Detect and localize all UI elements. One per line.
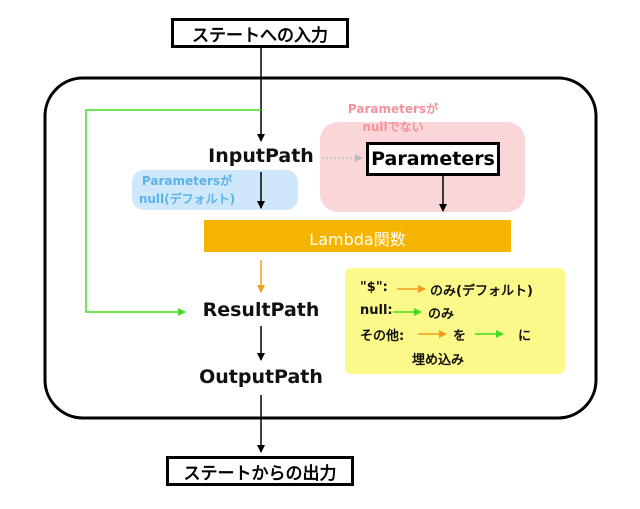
parameters-box: Parameters — [366, 142, 500, 176]
legend-row3-label: その他: — [360, 329, 405, 344]
params-null-note-line2: null(デフォルト) — [138, 192, 236, 206]
legend-row2-label: null: — [360, 303, 393, 318]
outputpath-label: OutputPath — [199, 366, 323, 388]
legend-row4-text: 埋め込み — [412, 353, 465, 368]
inputpath-label: InputPath — [208, 145, 314, 167]
params-not-null-note-line2: nullでない — [362, 120, 424, 134]
state-container — [43, 76, 598, 420]
params-null-region — [132, 170, 298, 210]
legend-row3-end: に — [518, 329, 532, 344]
state-output-box: ステートからの出力 — [166, 456, 354, 486]
legend-row3-mid: を — [453, 329, 467, 344]
lambda-bar — [204, 220, 511, 252]
bypass-line — [85, 109, 261, 316]
legend-row1-label: "$": — [360, 280, 388, 295]
params-not-null-note-line1: Parametersが — [347, 102, 439, 116]
resultpath-label: ResultPath — [202, 299, 320, 321]
state-input-box: ステートへの入力 — [171, 18, 349, 48]
result-legend-box — [345, 268, 565, 374]
legend-row2-text: のみ — [428, 307, 455, 322]
legend-row1-text: のみ(デフォルト) — [430, 284, 533, 299]
lambda-label: Lambda関数 — [309, 230, 406, 249]
params-null-note-line1: Parametersが — [141, 174, 233, 188]
